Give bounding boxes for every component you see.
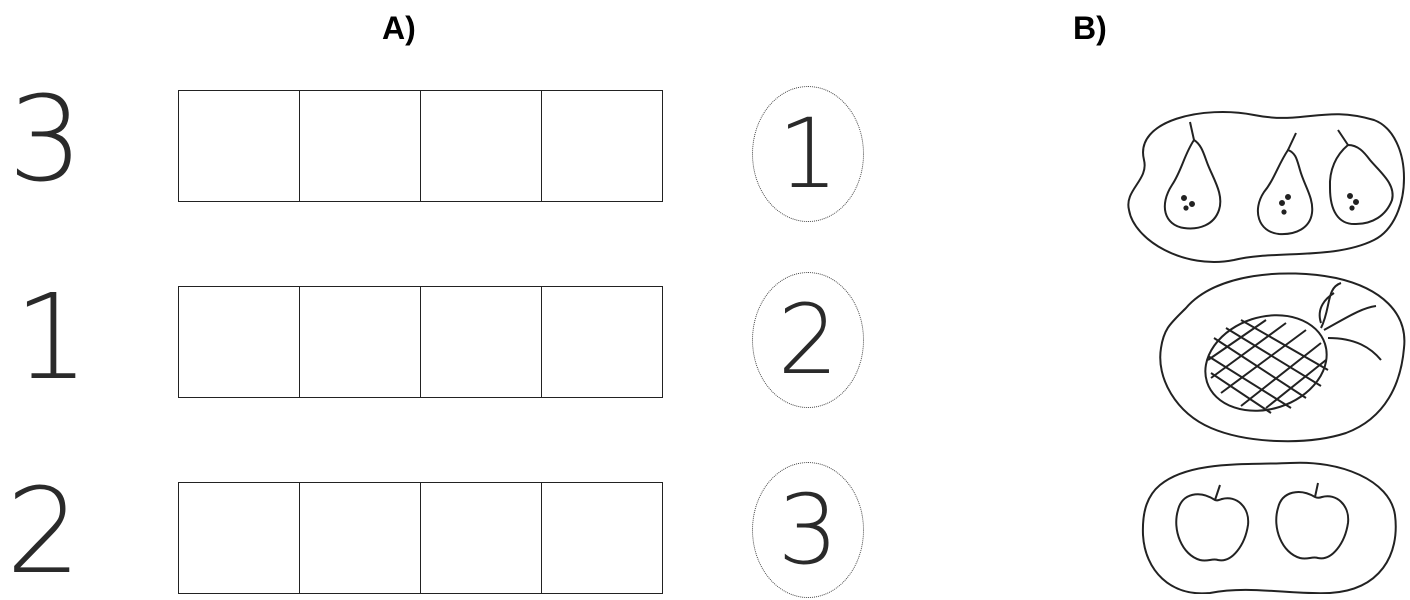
row-2-boxes: [178, 286, 663, 398]
row-1-oval[interactable]: 1: [752, 86, 864, 222]
pineapple-group-illustration[interactable]: [1156, 268, 1408, 446]
pineapple-icon: [1193, 283, 1381, 426]
row-3-digit: 2: [6, 472, 81, 590]
row-3-oval[interactable]: 3: [752, 462, 864, 598]
row-1-digit: 3: [8, 80, 83, 198]
answer-box[interactable]: [179, 483, 300, 593]
answer-box[interactable]: [542, 287, 662, 397]
answer-box[interactable]: [300, 91, 421, 201]
answer-box[interactable]: [421, 287, 542, 397]
apple-icon: [1276, 483, 1348, 559]
answer-box[interactable]: [179, 287, 300, 397]
answer-box[interactable]: [421, 483, 542, 593]
answer-box[interactable]: [421, 91, 542, 201]
section-a-header: A): [382, 10, 416, 47]
row-3-oval-digit: 3: [777, 482, 838, 578]
answer-box[interactable]: [300, 483, 421, 593]
row-3-boxes: [178, 482, 663, 594]
answer-box[interactable]: [179, 91, 300, 201]
pear-icon: [1330, 130, 1393, 224]
answer-box[interactable]: [542, 91, 662, 201]
pears-group-illustration[interactable]: [1124, 100, 1408, 268]
section-b-header: B): [1073, 10, 1107, 47]
row-1-boxes: [178, 90, 663, 202]
answer-box[interactable]: [542, 483, 662, 593]
pear-icon: [1165, 122, 1221, 228]
apples-group-illustration[interactable]: [1140, 455, 1402, 594]
answer-box[interactable]: [300, 287, 421, 397]
row-1-oval-digit: 1: [777, 106, 838, 202]
row-2-oval-digit: 2: [777, 292, 838, 388]
apple-icon: [1176, 485, 1248, 561]
pear-icon: [1258, 133, 1312, 234]
row-2-oval[interactable]: 2: [752, 272, 864, 408]
row-2-digit: 1: [14, 278, 89, 396]
